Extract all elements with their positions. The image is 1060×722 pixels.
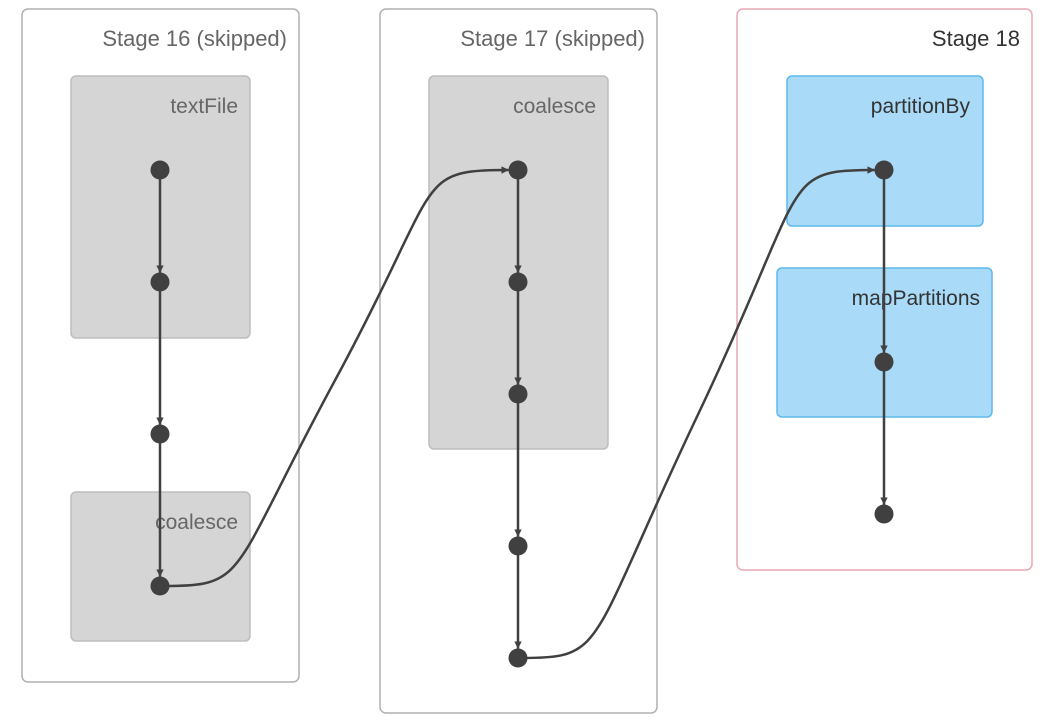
cluster-coalesce-16-label: coalesce [155, 511, 238, 534]
rdd-nodes [150, 160, 894, 668]
cluster-coalesce-17-label: coalesce [513, 95, 596, 118]
stage-16-title: Stage 16 (skipped) [102, 26, 287, 51]
cluster-mappartitions-label: mapPartitions [852, 287, 980, 310]
rdd-node-s17-n3[interactable] [508, 384, 528, 404]
edges [156, 166, 888, 660]
rdd-node-s17-n1[interactable] [508, 160, 528, 180]
rdd-node-s16-n2[interactable] [150, 272, 170, 292]
rdd-node-s16-n3[interactable] [150, 424, 170, 444]
stage-18-title: Stage 18 [932, 26, 1020, 51]
rdd-node-s16-n1[interactable] [150, 160, 170, 180]
rdd-node-s17-n2[interactable] [508, 272, 528, 292]
cluster-partitionby-label: partitionBy [871, 95, 971, 118]
cluster-textfile-label: textFile [170, 95, 238, 118]
rdd-node-s17-n4[interactable] [508, 536, 528, 556]
rdd-node-s18-n2[interactable] [874, 352, 894, 372]
rdd-node-s18-n3[interactable] [874, 504, 894, 524]
rdd-node-s17-n5[interactable] [508, 648, 528, 668]
rdd-node-s16-n4[interactable] [150, 576, 170, 596]
edge-s17-n5-to-s18-n1 [521, 166, 875, 660]
stage-17-title: Stage 17 (skipped) [460, 26, 645, 51]
rdd-node-s18-n1[interactable] [874, 160, 894, 180]
edge-s16-n4-to-s17-n1 [163, 166, 509, 588]
